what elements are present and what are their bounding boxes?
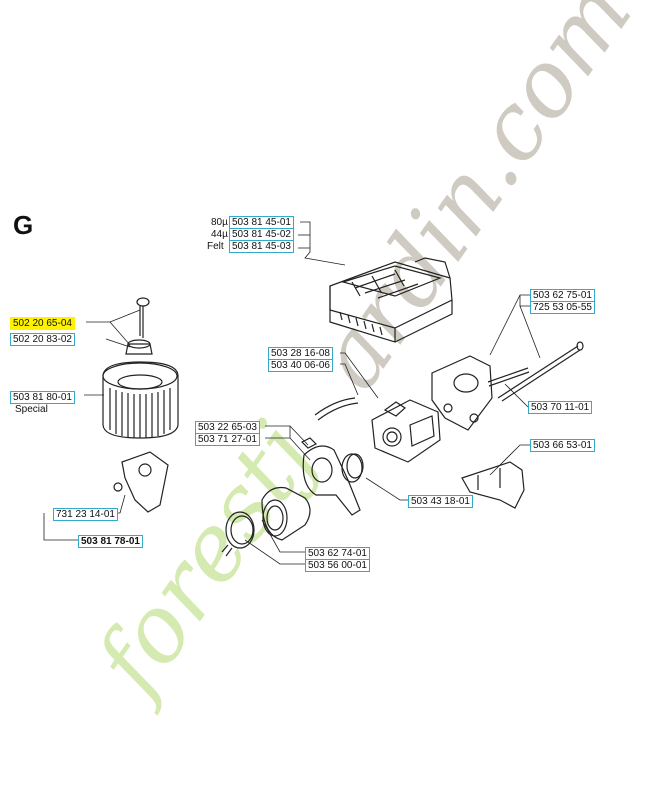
intake-flange [431,355,493,431]
air-filter [102,361,179,439]
carburetor [371,399,441,463]
part-503-66-53-01[interactable]: 503 66 53-01 [530,439,595,452]
prefix-felt: Felt [207,241,224,252]
special-note: Special [15,404,48,415]
small-nut [300,437,318,449]
spacer [341,453,364,483]
part-502-20-83-02[interactable]: 502 20 83-02 [10,333,75,346]
prefix-44u: 44µ [211,229,228,240]
part-503-81-45-03[interactable]: 503 81 45-03 [229,240,294,253]
part-503-43-18-01[interactable]: 503 43 18-01 [408,495,473,508]
filter-base [113,451,169,513]
stud [487,367,530,387]
prefix-80u: 80µ [211,217,228,228]
part-503-81-80-01[interactable]: 503 81 80-01 [10,391,75,404]
part-503-70-11-01[interactable]: 503 70 11-01 [528,401,593,414]
screw-and-knob [125,297,153,355]
part-503-40-06-06[interactable]: 503 40 06-06 [268,359,333,372]
leader-lines [43,221,541,565]
section-letter: G [13,210,34,240]
fuel-hose [314,397,359,421]
part-503-71-27-01[interactable]: 503 71 27-01 [195,433,260,446]
intake-boot [261,486,311,541]
hose-clamp [221,511,255,557]
part-503-81-45-01[interactable]: 503 81 45-01 [229,216,294,229]
part-503-56-00-01[interactable]: 503 56 00-01 [305,559,370,572]
filter-cover [329,257,453,343]
part-502-20-65-04[interactable]: 502 20 65-04 [10,317,75,330]
part-731-23-14-01[interactable]: 731 23 14-01 [53,508,118,521]
long-bolt [497,341,584,402]
shield-plate [302,445,361,516]
throttle-bracket [461,461,525,509]
part-503-81-78-01[interactable]: 503 81 78-01 [78,535,143,548]
part-725-53-05-55[interactable]: 725 53 05-55 [530,301,595,314]
